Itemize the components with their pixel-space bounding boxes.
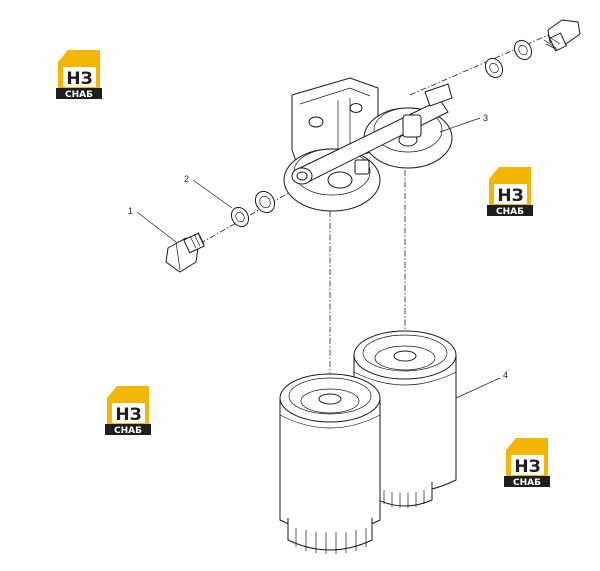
callout-1: 1 <box>128 206 177 243</box>
callout-number: 2 <box>184 174 189 184</box>
callout-number: 4 <box>503 370 508 380</box>
logo-letters: НЗ <box>497 186 523 206</box>
callout-2: 2 <box>184 174 233 209</box>
callout-3: 3 <box>439 113 488 133</box>
callout-4: 4 <box>455 370 508 399</box>
logo-letters: НЗ <box>66 69 92 89</box>
brand-logo: НЗ СНАБ <box>487 167 533 217</box>
logo-word: СНАБ <box>496 207 524 217</box>
logo-letters: НЗ <box>115 405 141 425</box>
brand-logo: НЗ СНАБ <box>56 50 102 100</box>
banjo-bolt <box>165 231 205 273</box>
logo-word: СНАБ <box>65 90 93 100</box>
logo-word: СНАБ <box>513 478 541 488</box>
fuel-filter-cartridge-front <box>279 373 381 554</box>
seal-washer-top <box>484 39 533 79</box>
brand-logo: НЗ СНАБ <box>504 438 550 488</box>
callout-number: 1 <box>128 206 133 216</box>
logo-word: СНАБ <box>114 426 142 436</box>
logo-letters: НЗ <box>514 457 540 477</box>
filter-head-housing <box>283 77 453 212</box>
banjo-bolt-top <box>543 19 581 52</box>
callout-number: 3 <box>483 113 488 123</box>
brand-logo: НЗ СНАБ <box>105 386 151 436</box>
seal-washer <box>230 190 276 228</box>
